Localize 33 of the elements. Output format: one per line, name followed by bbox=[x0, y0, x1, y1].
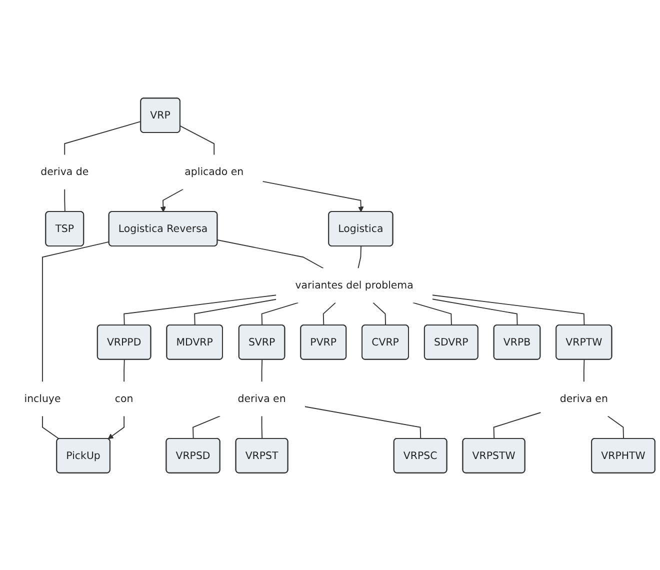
connector bbox=[217, 239, 324, 268]
node-text: deriva de bbox=[40, 165, 89, 178]
connector bbox=[42, 415, 60, 439]
connector bbox=[192, 415, 221, 439]
connector bbox=[261, 358, 263, 382]
connector bbox=[304, 406, 422, 439]
connector bbox=[124, 294, 277, 326]
connector bbox=[412, 302, 452, 326]
connector bbox=[261, 302, 299, 326]
node-text: variantes del problema bbox=[295, 278, 414, 291]
node-text: deriva en bbox=[560, 392, 608, 404]
connector bbox=[358, 245, 362, 268]
arrow bbox=[262, 180, 364, 212]
node-text: incluye bbox=[24, 392, 61, 404]
connector bbox=[432, 294, 585, 326]
arrow bbox=[160, 188, 184, 212]
connector bbox=[372, 302, 386, 326]
connector bbox=[432, 298, 518, 326]
arrow bbox=[108, 415, 125, 439]
connector bbox=[180, 125, 215, 155]
connector bbox=[322, 302, 336, 326]
connector bbox=[64, 120, 142, 155]
connector bbox=[607, 415, 624, 439]
node-text: aplicado en bbox=[184, 165, 244, 178]
connector bbox=[261, 415, 263, 439]
node-text: con bbox=[114, 392, 134, 404]
connector bbox=[64, 188, 66, 212]
connector bbox=[194, 298, 277, 326]
connector bbox=[124, 358, 125, 382]
connector bbox=[42, 240, 110, 382]
node-text: deriva en bbox=[238, 392, 286, 404]
connector bbox=[583, 358, 585, 382]
connector bbox=[493, 412, 542, 439]
